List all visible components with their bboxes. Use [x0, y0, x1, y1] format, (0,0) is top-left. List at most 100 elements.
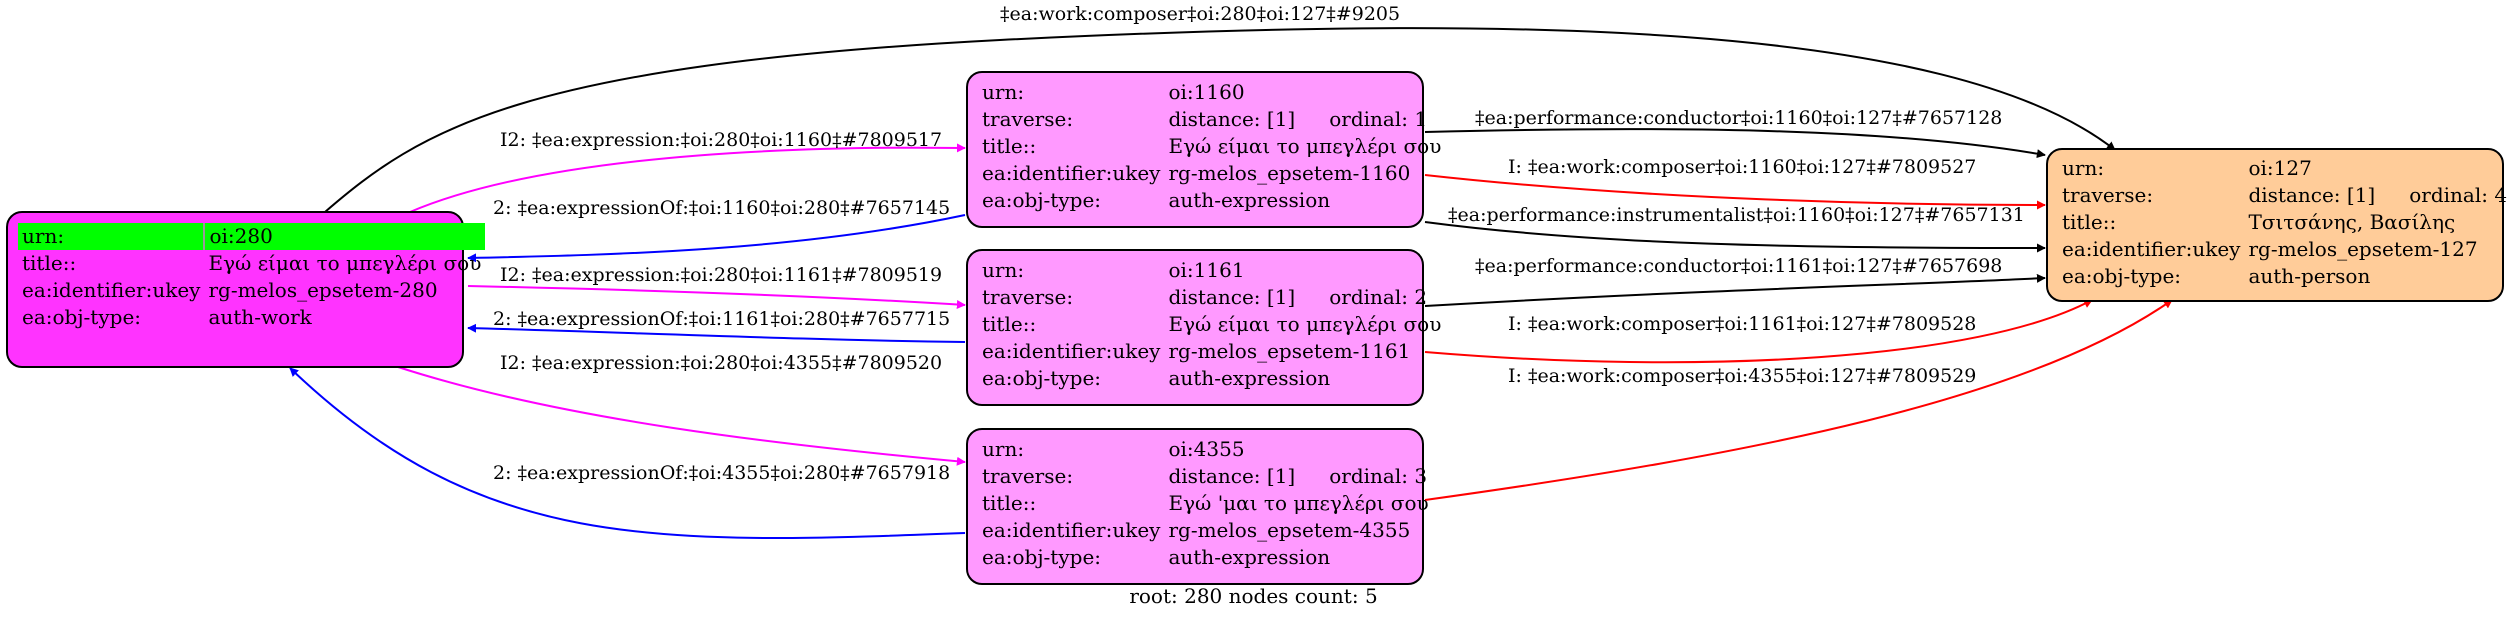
- edge-label-expression-1160: I2: ‡ea:expression:‡oi:280‡oi:1160‡#7809…: [500, 129, 942, 151]
- traverse-value: distance: [1] ordinal: 4: [2244, 182, 2507, 209]
- node-expression-1160-table: urn: oi:1160 traverse: distance: [1] ordi…: [978, 79, 1445, 214]
- edge-conductor-1160: [1424, 128, 2046, 159]
- ukey-key: ea:identifier:ukey: [982, 161, 1161, 185]
- edge-instrumentalist-1160: [1424, 221, 2046, 253]
- traverse-row: traverse: distance: [1]ordinal: 2: [978, 284, 1445, 311]
- edge-label-expressionof-1161: 2: ‡ea:expressionOf:‡oi:1161‡oi:280‡#765…: [493, 308, 950, 330]
- title-row: title:: Εγώ είμαι το μπεγλέρι σου: [978, 311, 1445, 338]
- urn-value: oi:1161: [1168, 258, 1245, 282]
- ordinal: ordinal: 3: [1329, 464, 1428, 488]
- edge-label-expressionof-4355: 2: ‡ea:expressionOf:‡oi:4355‡oi:280‡#765…: [493, 462, 950, 484]
- node-expression-1160[interactable]: urn: oi:1160 traverse: distance: [1] ordi…: [966, 71, 1441, 228]
- ukey-key: ea:identifier:ukey: [982, 518, 1161, 542]
- ordinal: ordinal: 1: [1329, 107, 1428, 131]
- ukey-value: rg-melos_epsetem-1160: [1168, 161, 1411, 185]
- edge-composer-1161: [1424, 299, 2093, 364]
- ukey-key: ea:identifier:ukey: [22, 278, 201, 302]
- type-row: ea:obj-type: auth-expression: [978, 544, 1433, 571]
- distance: distance: [1]: [1168, 464, 1296, 488]
- traverse-row: traverse: distance: [1] ordinal: 3: [978, 463, 1433, 490]
- edge-label-work-composer: ‡ea:work:composer‡oi:280‡oi:127‡#9205: [1000, 3, 1400, 25]
- urn-value: oi:4355: [1168, 437, 1245, 461]
- edge-expression-1161: [467, 285, 966, 309]
- type-row: ea:obj-type: auth-expression: [978, 187, 1445, 214]
- title-value: Τσιτσάνης, Βασίλης: [2248, 210, 2456, 234]
- title-key: title::: [982, 312, 1037, 336]
- edge-label-composer-4355: I: ‡ea:work:composer‡oi:4355‡oi:127‡#780…: [1508, 365, 1976, 387]
- traverse-value: distance: [1] ordinal: 3: [1164, 463, 1432, 490]
- node-expression-4355[interactable]: urn: oi:4355 traverse: distance: [1]ordi…: [966, 428, 1429, 585]
- title-row: title:: Εγώ είμαι το μπεγλέρι σου: [18, 250, 485, 277]
- type-key: ea:obj-type:: [22, 305, 142, 329]
- node-expression-4355-table: urn: oi:4355 traverse: distance: [1] ordi…: [978, 436, 1433, 571]
- title-value: Εγώ 'μαι το μπεγλέρι σου: [1168, 491, 1429, 515]
- traverse-key: traverse:: [982, 464, 1074, 488]
- title-value: Εγώ είμαι το μπεγλέρι σου: [208, 251, 482, 275]
- edge-label-expression-1161: I2: ‡ea:expression:‡oi:280‡oi:1161‡#7809…: [500, 264, 942, 286]
- traverse-key: traverse:: [982, 285, 1074, 309]
- ordinal: ordinal: 4: [2409, 183, 2507, 207]
- traverse-key: traverse:: [982, 107, 1074, 131]
- edge-label-instrumentalist-1160: ‡ea:performance:instrumentalist‡oi:1160‡…: [1448, 204, 2025, 226]
- edge-composer-1160: [1424, 174, 2046, 210]
- edge-expressionof-4355: [289, 367, 966, 539]
- urn-row: urn: oi:127: [2058, 155, 2507, 182]
- edge-expression-4355: [394, 365, 966, 466]
- graph-footer: root: 280 nodes count: 5: [1129, 584, 1378, 608]
- type-row: ea:obj-type: auth-person: [2058, 263, 2507, 290]
- node-person-127[interactable]: urn: oi:127 traverse: distance: [1] ordin…: [2046, 148, 2507, 302]
- urn-key: urn:: [982, 80, 1025, 104]
- urn-row: urn: oi:1161: [978, 257, 1445, 284]
- urn-row: urn: oi:280: [18, 223, 486, 250]
- distance: distance: [1]: [1168, 107, 1296, 131]
- distance: distance: [1]: [1168, 285, 1296, 309]
- edge-work-composer: [324, 27, 2116, 213]
- urn-key: urn:: [2062, 156, 2105, 180]
- title-row: title:: Εγώ 'μαι το μπεγλέρι σου: [978, 490, 1433, 517]
- traverse-value: distance: [1]ordinal: 2: [1164, 284, 1445, 311]
- title-key: title::: [982, 134, 1037, 158]
- title-row: title:: Τσιτσάνης, Βασίλης: [2058, 209, 2507, 236]
- edge-label-composer-1160: I: ‡ea:work:composer‡oi:1160‡oi:127‡#780…: [1508, 156, 1976, 178]
- edge-conductor-1161: [1424, 273, 2046, 307]
- node-expression-1161-table: urn: oi:1161 traverse: distance: [1]ordi…: [978, 257, 1445, 392]
- edge-label-conductor-1161: ‡ea:performance:conductor‡oi:1161‡oi:127…: [1475, 255, 2002, 277]
- type-row: ea:obj-type: auth-expression: [978, 365, 1445, 392]
- ukey-value: rg-melos_epsetem-280: [208, 278, 438, 302]
- ukey-row: ea:identifier:ukey rg-melos_epsetem-1161: [978, 338, 1445, 365]
- edge-label-expression-4355: I2: ‡ea:expression:‡oi:280‡oi:4355‡#7809…: [500, 352, 942, 374]
- node-work-280[interactable]: urn: oi:280 title:: Εγώ είμαι το μπεγλέρ…: [6, 211, 486, 368]
- urn-row: urn: oi:4355: [978, 436, 1433, 463]
- type-value: auth-expression: [1168, 188, 1331, 212]
- ukey-row: ea:identifier:ukey rg-melos_epsetem-4355: [978, 517, 1433, 544]
- title-value: Εγώ είμαι το μπεγλέρι σου: [1168, 312, 1442, 336]
- node-person-127-table: urn: oi:127 traverse: distance: [1] ordin…: [2058, 155, 2507, 290]
- node-expression-1161[interactable]: urn: oi:1161 traverse: distance: [1]ordi…: [966, 249, 1441, 406]
- traverse-row: traverse: distance: [1] ordinal: 1: [978, 106, 1445, 133]
- ukey-key: ea:identifier:ukey: [982, 339, 1161, 363]
- urn-value: oi:1160: [1168, 80, 1245, 104]
- traverse-row: traverse: distance: [1] ordinal: 4: [2058, 182, 2507, 209]
- ukey-row: ea:identifier:ukey rg-melos_epsetem-280: [18, 277, 485, 304]
- edge-composer-4355: [1424, 299, 2173, 501]
- ukey-row: ea:identifier:ukey rg-melos_epsetem-1160: [978, 160, 1445, 187]
- urn-value: oi:127: [2248, 156, 2312, 180]
- type-key: ea:obj-type:: [982, 366, 1102, 390]
- title-key: title::: [22, 251, 77, 275]
- traverse-value: distance: [1] ordinal: 1: [1164, 106, 1445, 133]
- traverse-key: traverse:: [2062, 183, 2154, 207]
- type-key: ea:obj-type:: [982, 188, 1102, 212]
- urn-key: urn:: [982, 258, 1025, 282]
- title-value: Εγώ είμαι το μπεγλέρι σου: [1168, 134, 1442, 158]
- type-value: auth-work: [208, 305, 312, 329]
- edge-expressionof-1160: [467, 214, 966, 263]
- ukey-row: ea:identifier:ukey rg-melos_epsetem-127: [2058, 236, 2507, 263]
- ukey-value: rg-melos_epsetem-127: [2248, 237, 2478, 261]
- ukey-key: ea:identifier:ukey: [2062, 237, 2241, 261]
- type-key: ea:obj-type:: [982, 545, 1102, 569]
- edge-expression-1160: [409, 143, 966, 213]
- edge-expressionof-1161: [467, 323, 966, 343]
- title-key: title::: [2062, 210, 2117, 234]
- urn-value: oi:280: [204, 223, 486, 250]
- distance: distance: [1]: [2248, 183, 2376, 207]
